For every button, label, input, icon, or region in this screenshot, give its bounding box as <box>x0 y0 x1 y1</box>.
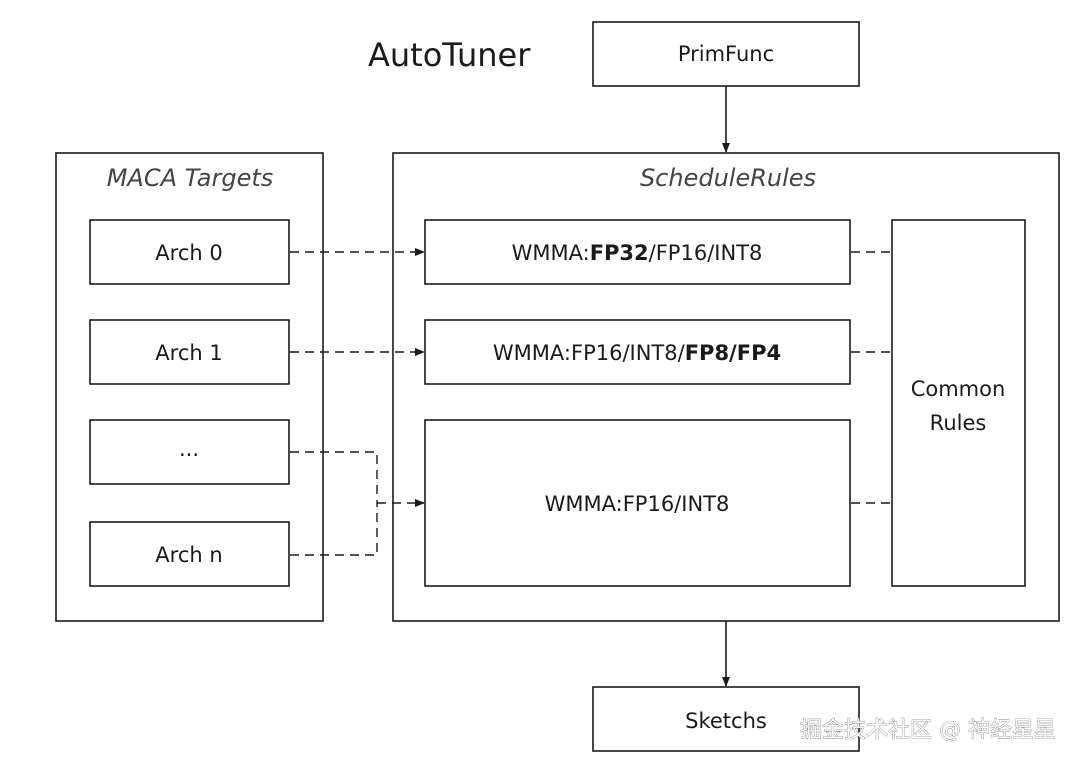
common-rules-label-line-2: Rules <box>930 411 987 435</box>
sketchs-label: Sketchs <box>685 709 767 733</box>
connector-ellipsis <box>290 451 378 503</box>
rule-wmma-fp16-int8-node: WMMA:FP16/INT8 <box>424 419 851 587</box>
schedule-rules-heading: ScheduleRules <box>640 164 816 192</box>
arch-1-node: Arch 1 <box>89 319 290 385</box>
schedule-rules-panel: ScheduleRules WMMA:FP32/FP16/INT8 WMMA:F… <box>392 152 1060 622</box>
arch-ellipsis-node: ... <box>89 419 290 485</box>
rule-wmma-fp32-node: WMMA:FP32/FP16/INT8 <box>424 219 851 285</box>
arch-1-label: Arch 1 <box>155 341 222 365</box>
rule-wmma-fp8-fp4-node: WMMA:FP16/INT8/FP8/FP4 <box>424 319 851 385</box>
arch-0-label: Arch 0 <box>155 241 222 265</box>
connector-arch-n <box>290 503 378 556</box>
maca-targets-heading: MACA Targets <box>107 164 274 192</box>
rule-wmma-fp8-fp4-label: WMMA:FP16/INT8/FP8/FP4 <box>493 341 781 365</box>
maca-targets-panel: MACA Targets Arch 0 Arch 1 ... Arch n <box>55 152 324 622</box>
sketchs-node: Sketchs <box>592 686 860 752</box>
arch-0-node: Arch 0 <box>89 219 290 285</box>
arch-n-node: Arch n <box>89 521 290 587</box>
rule-wmma-fp16-int8-label: WMMA:FP16/INT8 <box>545 492 730 516</box>
primfunc-label: PrimFunc <box>678 42 774 66</box>
primfunc-node: PrimFunc <box>592 21 860 87</box>
watermark-text: 掘金技术社区 @ 神经星星 <box>800 718 1056 743</box>
arch-ellipsis-label: ... <box>179 437 199 461</box>
arch-n-label: Arch n <box>155 543 222 567</box>
common-rules-label-line-1: Common <box>911 377 1006 401</box>
common-rules-node: Common Rules <box>891 219 1026 587</box>
diagram-title: AutoTuner <box>368 36 531 74</box>
rule-wmma-fp32-label: WMMA:FP32/FP16/INT8 <box>512 241 763 265</box>
